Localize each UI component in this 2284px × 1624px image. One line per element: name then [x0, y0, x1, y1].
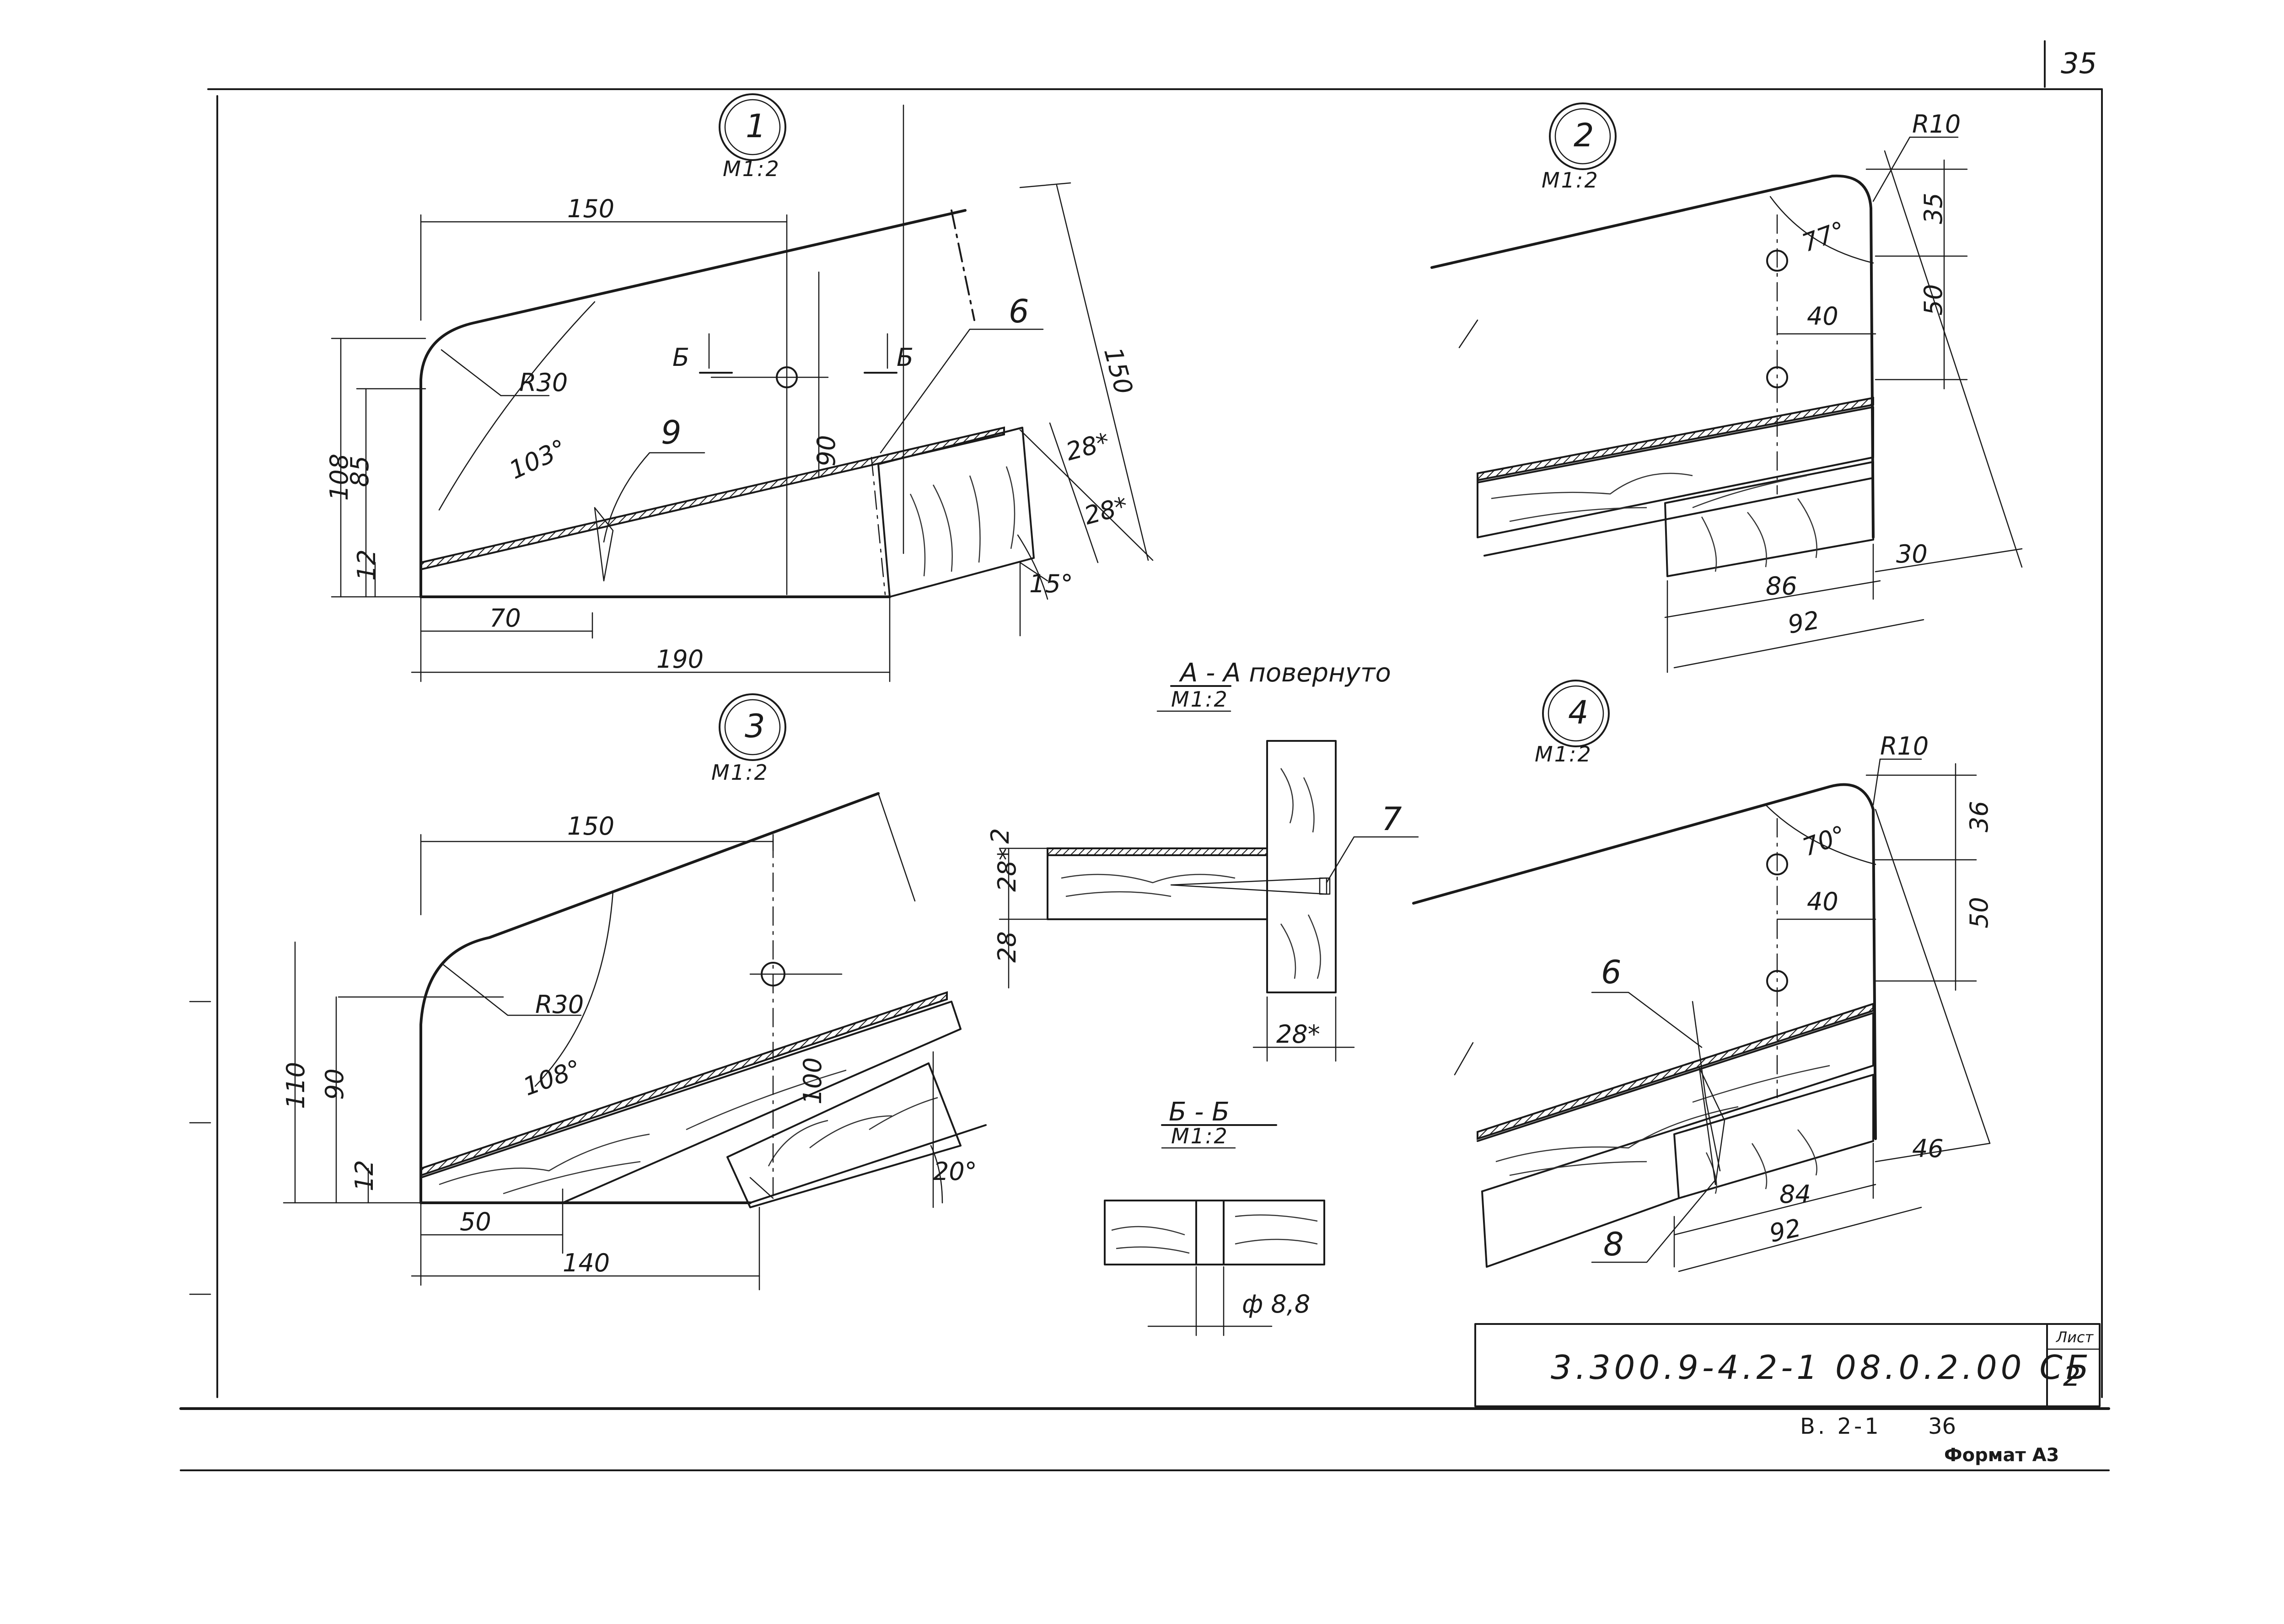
section-aa-scale: М1:2: [1171, 687, 1229, 712]
v1-dim-108: 108: [325, 454, 354, 501]
volume-code: В. 2-1: [1800, 1414, 1881, 1439]
aa-dim-28: 28: [993, 931, 1021, 963]
v2-dim-50: 50: [1919, 284, 1948, 316]
v4-dim-40: 40: [1807, 887, 1838, 916]
view-1-number: 1: [746, 107, 766, 145]
v3-dim-90: 90: [320, 1068, 349, 1100]
volume-page: 36: [1928, 1414, 1956, 1439]
v2-dim-r10: R10: [1912, 110, 1961, 139]
v3-dim-12: 12: [350, 1160, 379, 1191]
view-2-number: 2: [1574, 117, 1594, 154]
view-3-number: 3: [745, 707, 765, 745]
drawing-frame: [179, 40, 2110, 1471]
sheet-label: Лист: [2056, 1329, 2094, 1346]
v1-dim-12: 12: [352, 549, 381, 581]
v3-dim-20deg: 20°: [933, 1157, 977, 1186]
aa-dim-28-star: 28*: [993, 848, 1021, 892]
v4-dim-50: 50: [1965, 897, 1994, 928]
view-4-scale: М1:2: [1535, 742, 1592, 766]
v1-section-mark-left: Б: [672, 343, 689, 372]
v3-dim-110: 110: [281, 1062, 310, 1109]
v4-dim-70deg: 70°: [1799, 820, 1849, 862]
title-stamp: [1474, 1323, 2101, 1407]
v4-dim-r10: R10: [1880, 732, 1929, 761]
view-2: [1430, 102, 2023, 673]
view-2-scale: М1:2: [1542, 168, 1599, 193]
section-bb-scale: М1:2: [1171, 1124, 1229, 1148]
view-4-number: 4: [1568, 694, 1589, 731]
v2-dim-86: 86: [1766, 572, 1797, 600]
v1-callout-6: 6: [1009, 293, 1029, 330]
v4-dim-84: 84: [1779, 1180, 1811, 1209]
v2-dim-35: 35: [1919, 193, 1948, 224]
section-bb: [1104, 1124, 1325, 1336]
v4-callout-6: 6: [1601, 954, 1622, 991]
v4-callout-8: 8: [1603, 1226, 1624, 1263]
v1-dim-150-right: 150: [1098, 344, 1139, 397]
section-aa: [999, 685, 1419, 1062]
format-label: Формат А3: [1944, 1445, 2059, 1466]
corner-sheet-number: 35: [2061, 47, 2097, 80]
v1-dim-150-top: 150: [567, 194, 614, 223]
view-3-scale: М1:2: [711, 760, 769, 785]
view-1-scale: М1:2: [723, 156, 780, 181]
v1-dim-85: 85: [345, 456, 374, 487]
v1-callout-9: 9: [661, 414, 682, 451]
v2-dim-92: 92: [1786, 606, 1822, 639]
v1-dim-28a: 28*: [1063, 427, 1112, 466]
v1-dim-190: 190: [656, 645, 704, 674]
sheet-number: 2: [2063, 1361, 2080, 1393]
v4-dim-92: 92: [1767, 1213, 1803, 1248]
bb-dim-diameter: ф 8,8: [1242, 1290, 1310, 1318]
aa-dim-2: 2: [986, 828, 1015, 844]
v4-dim-36: 36: [1965, 801, 1994, 832]
v1-dim-90: 90: [812, 435, 841, 466]
section-aa-title: А - А повернуто: [1179, 658, 1391, 688]
section-bb-title: Б - Б: [1169, 1097, 1230, 1127]
v1-section-mark-right: Б: [897, 343, 914, 372]
v1-dim-r30: R30: [519, 368, 568, 397]
view-3: [283, 693, 987, 1291]
view-4: [1412, 680, 1991, 1272]
v1-dim-103deg: 103°: [505, 434, 571, 485]
aa-dim-28-star-bottom: 28*: [1276, 1020, 1320, 1049]
v1-dim-70: 70: [489, 604, 521, 632]
v3-dim-50: 50: [460, 1207, 491, 1236]
v4-dim-46: 46: [1912, 1134, 1944, 1163]
v1-dim-15deg: 15°: [1029, 569, 1073, 598]
drawing-code: 3.300.9-4.2-1 08.0.2.00 СБ: [1551, 1348, 2092, 1387]
v2-dim-30: 30: [1896, 540, 1928, 568]
v3-dim-150: 150: [567, 812, 614, 841]
aa-callout-7: 7: [1381, 800, 1402, 838]
v3-dim-108deg: 108°: [519, 1054, 585, 1102]
v2-dim-77deg: 77°: [1798, 215, 1849, 257]
v3-dim-r30: R30: [535, 990, 584, 1019]
v3-dim-140: 140: [563, 1249, 610, 1277]
v3-dim-100: 100: [798, 1057, 827, 1104]
view-1: [331, 93, 1154, 682]
v2-dim-40: 40: [1807, 302, 1838, 331]
